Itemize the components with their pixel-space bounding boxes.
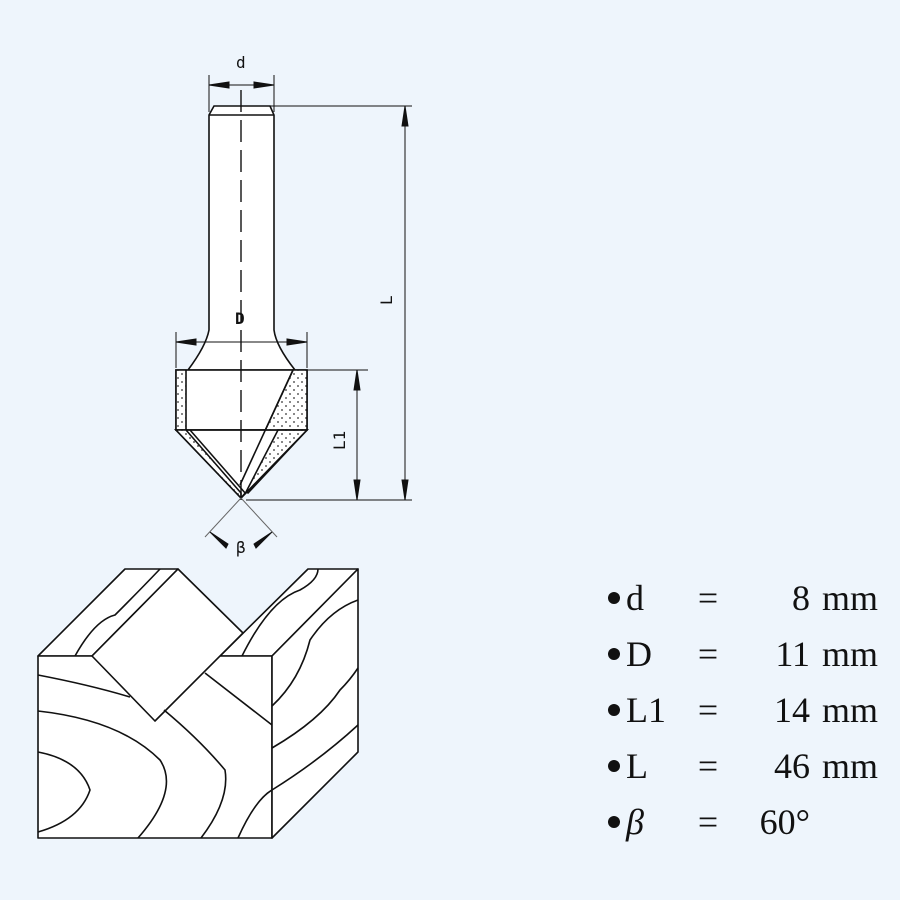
spec-row-D: D = 11 mm xyxy=(608,626,898,682)
spec-row-L: L = 46 mm xyxy=(608,738,898,794)
spec-value: 14 xyxy=(774,690,810,730)
label-beta: β xyxy=(236,538,246,557)
spec-unit: mm xyxy=(822,578,879,618)
label-L1: L1 xyxy=(330,431,349,450)
bullet-icon xyxy=(608,704,620,716)
bullet-icon xyxy=(608,816,620,828)
spec-equals: = xyxy=(697,802,719,842)
spec-unit: mm xyxy=(822,690,879,730)
spec-symbol: D xyxy=(626,634,652,674)
label-D: D xyxy=(235,309,245,328)
spec-symbol: L xyxy=(626,746,648,786)
label-L: L xyxy=(377,295,396,305)
spec-equals: = xyxy=(697,746,719,786)
spec-value: 8 xyxy=(792,578,810,618)
spec-equals: = xyxy=(697,634,719,674)
spec-row-beta: β = 60° xyxy=(608,794,898,850)
dimension-lines xyxy=(175,75,412,549)
spec-row-d: d = 8 mm xyxy=(608,570,898,626)
label-d: d xyxy=(236,53,246,72)
spec-symbol: d xyxy=(626,578,644,618)
specifications-list: d = 8 mm D = 11 mm L1 = 14 mm L = 46 mm … xyxy=(608,570,898,850)
spec-unit: mm xyxy=(822,634,879,674)
spec-row-L1: L1 = 14 mm xyxy=(608,682,898,738)
bullet-icon xyxy=(608,592,620,604)
bullet-icon xyxy=(608,648,620,660)
spec-unit: mm xyxy=(822,746,879,786)
spec-value: 11 xyxy=(775,634,810,674)
bullet-icon xyxy=(608,760,620,772)
spec-value: 60° xyxy=(759,802,810,842)
spec-equals: = xyxy=(697,578,719,618)
wood-block-illustration xyxy=(37,568,359,839)
spec-symbol: β xyxy=(626,802,644,842)
spec-equals: = xyxy=(697,690,719,730)
spec-value: 46 xyxy=(774,746,810,786)
spec-symbol: L1 xyxy=(626,690,666,730)
